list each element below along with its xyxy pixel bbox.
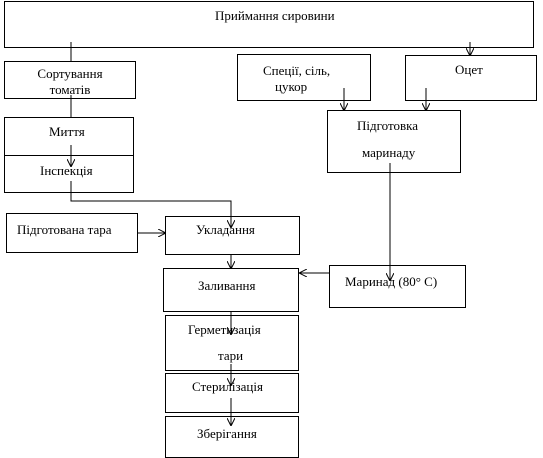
spices-label-line2: цукор <box>275 79 308 94</box>
sterilization-label: Стерилізація <box>192 379 263 394</box>
sorting-box <box>4 61 136 99</box>
receiving-box <box>4 1 534 48</box>
spices-label-line1: Спеції, сіль, <box>263 63 331 78</box>
receiving-label: Приймання сировини <box>215 8 335 23</box>
sorting-label-line1: Сортування <box>37 66 103 81</box>
packing-label: Укладання <box>196 222 255 237</box>
sorting-label-line2: томатів <box>49 82 91 97</box>
sorting-label: Сортування томатів <box>4 66 136 98</box>
marinade-box <box>329 265 466 308</box>
filling-label: Заливання <box>198 278 256 293</box>
prepared-container-label: Підготована тара <box>17 222 112 237</box>
connector-inspection-packing <box>70 181 231 227</box>
marinade-prep-label-line1: Підготовка <box>357 118 418 133</box>
sealing-box <box>165 315 299 371</box>
spices-box <box>237 54 371 101</box>
inspection-box <box>4 155 134 193</box>
sealing-label-line2: тари <box>218 348 244 363</box>
storage-label: Зберігання <box>197 426 257 441</box>
vinegar-label: Оцет <box>455 62 483 77</box>
marinade-prep-label-line2: маринаду <box>362 145 416 160</box>
marinade-label: Маринад (80° С) <box>345 274 438 289</box>
prepared-container-box <box>6 213 138 253</box>
marinade-prep-box <box>327 110 461 173</box>
washing-label: Миття <box>49 124 85 139</box>
sealing-label-line1: Герметизація <box>188 322 261 337</box>
spices-label: Спеції, сіль, цукор <box>263 63 330 95</box>
sterilization-box <box>165 373 299 413</box>
inspection-label: Інспекція <box>40 163 93 178</box>
